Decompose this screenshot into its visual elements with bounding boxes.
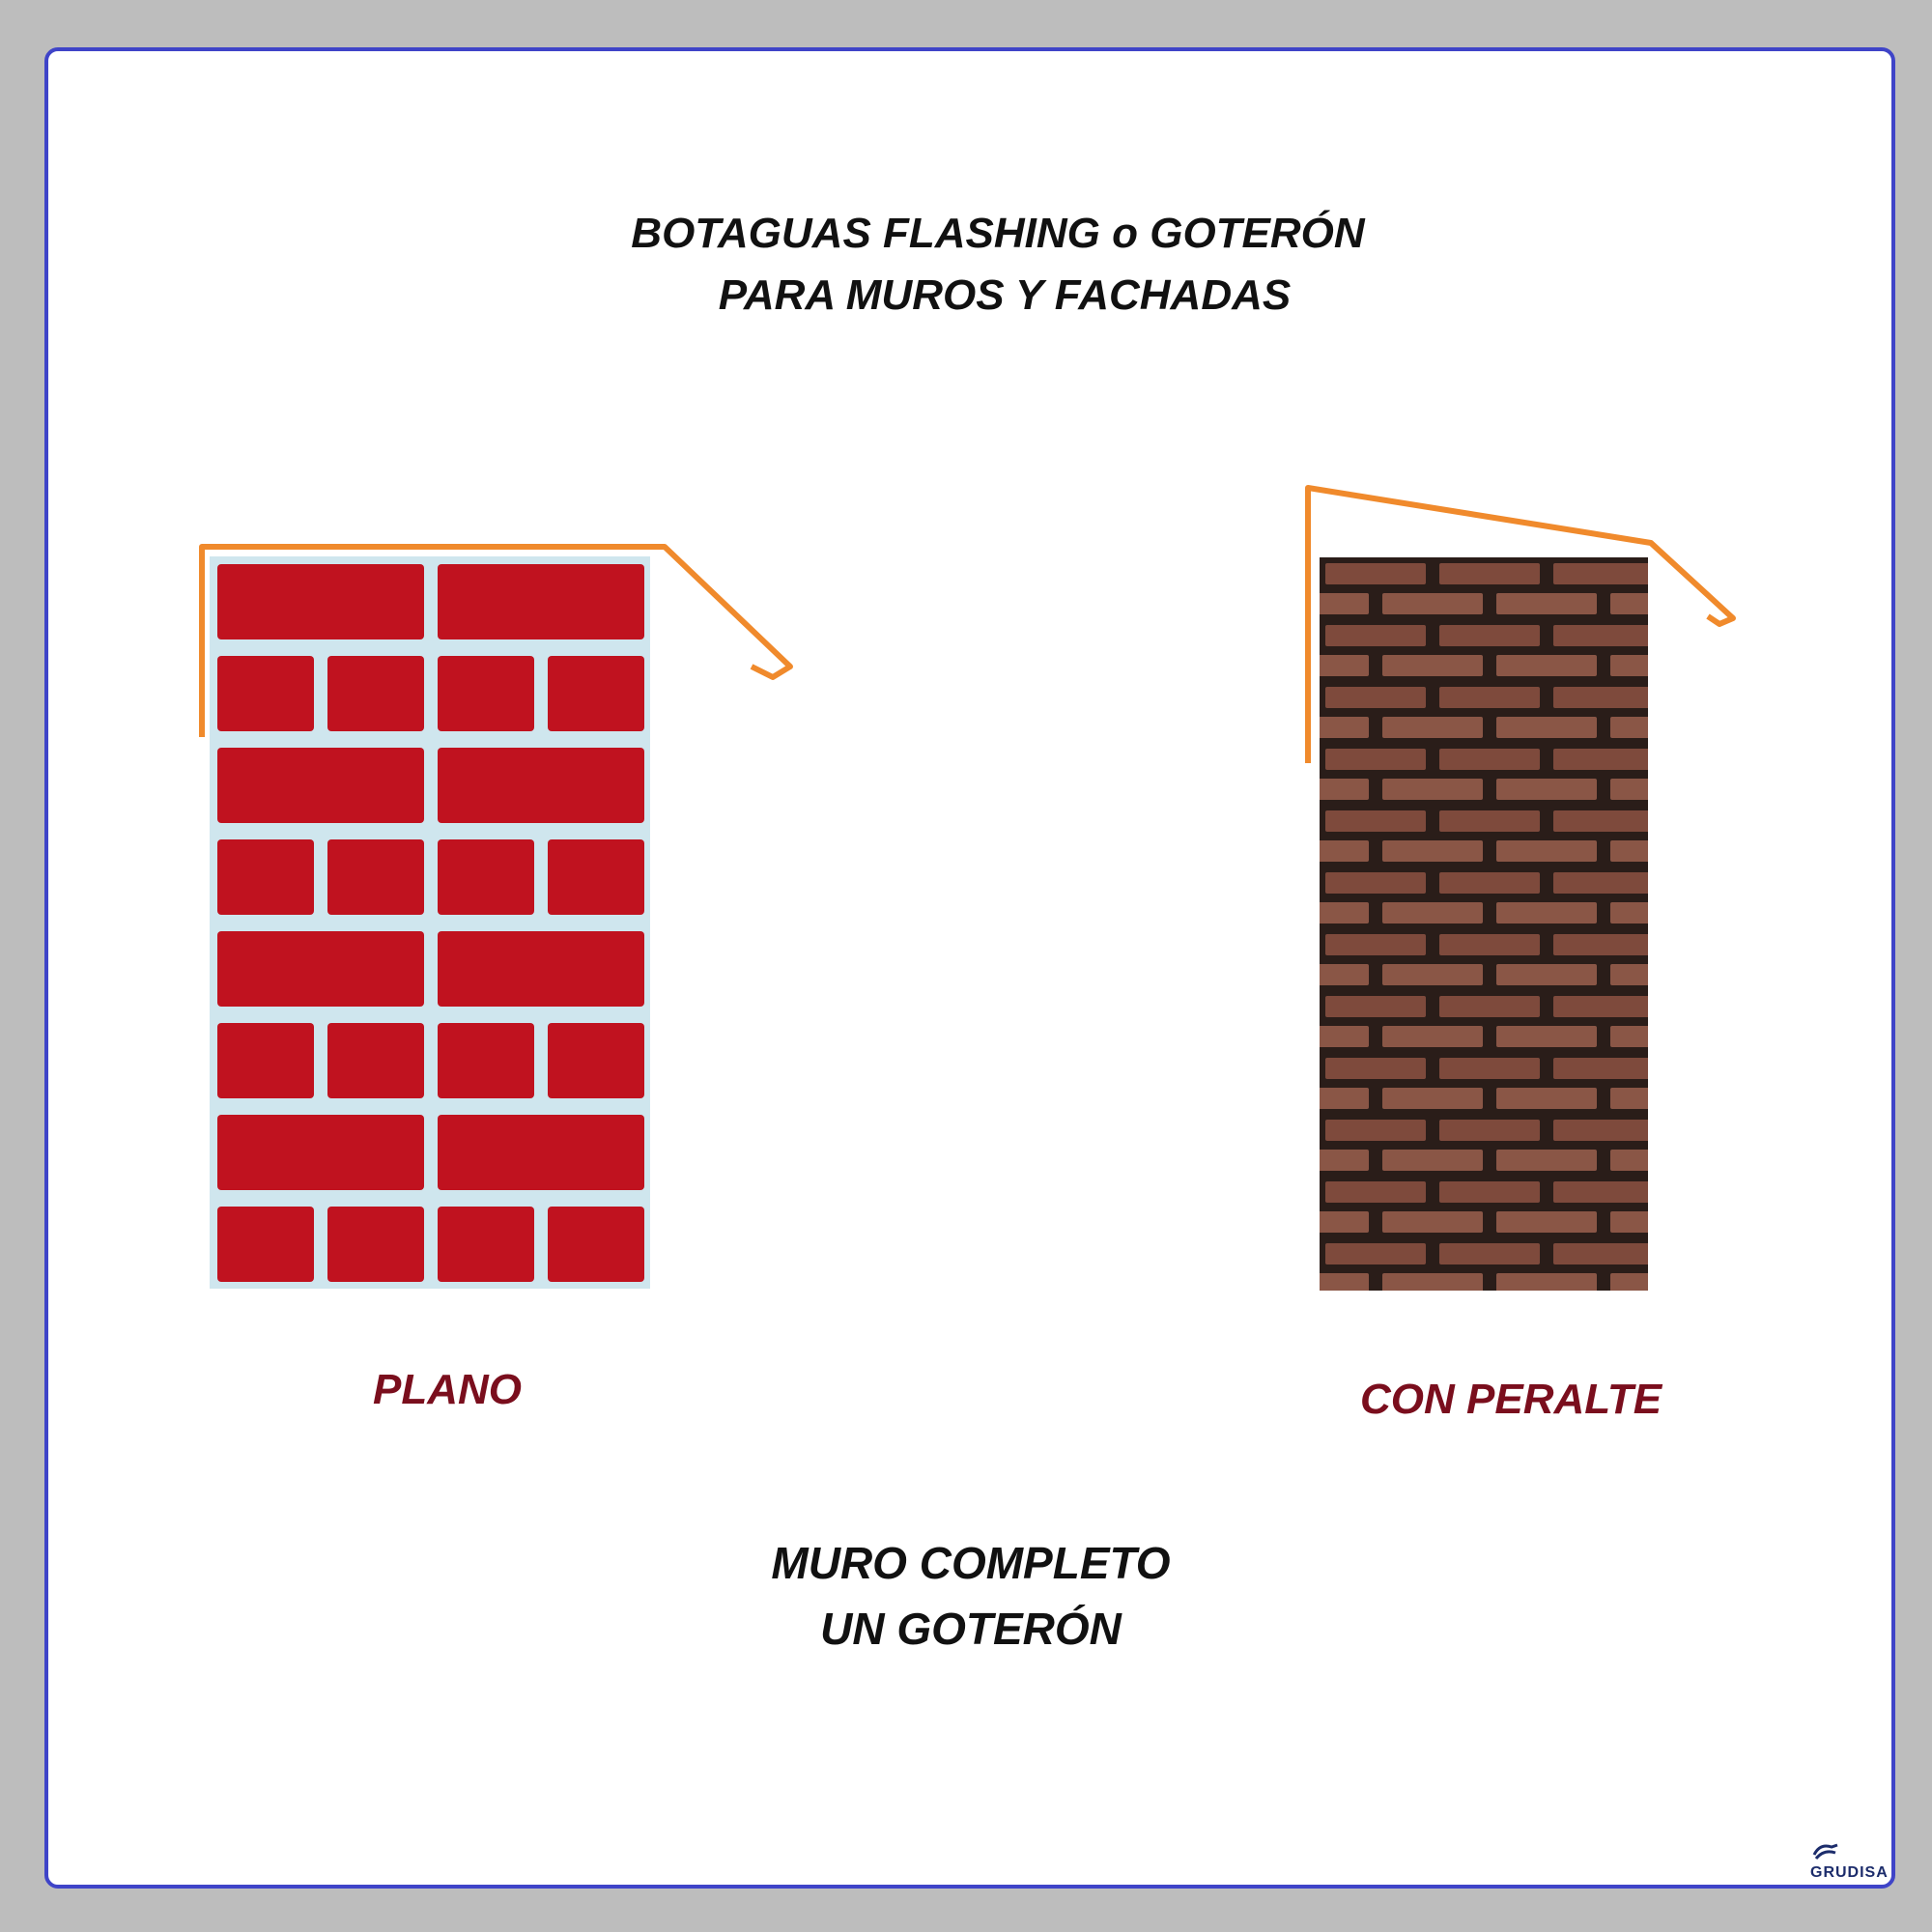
flat-flashing-icon bbox=[199, 544, 793, 737]
wall-peralte bbox=[1305, 485, 1736, 1291]
bottom-line-1: MURO COMPLETO bbox=[771, 1538, 1171, 1588]
page-title: BOTAGUAS FLASHING o GOTERÓN PARA MUROS Y… bbox=[0, 203, 1932, 327]
caption-plano: PLANO bbox=[373, 1366, 522, 1413]
red-brick-wall bbox=[210, 556, 650, 1289]
bottom-line-2: UN GOTERÓN bbox=[820, 1604, 1122, 1654]
sloped-flashing-icon bbox=[1305, 485, 1736, 763]
wall-plano bbox=[199, 544, 793, 1289]
logo-text: GRUDISA bbox=[1810, 1864, 1889, 1881]
brown-brick-wall bbox=[1320, 557, 1648, 1291]
title-line-1: BOTAGUAS FLASHING o GOTERÓN bbox=[631, 210, 1365, 257]
caption-con-peralte: CON PERALTE bbox=[1360, 1376, 1662, 1423]
title-line-2: PARA MUROS Y FACHADAS bbox=[718, 271, 1292, 319]
grudisa-logo-icon: GRUDISA bbox=[1810, 1843, 1888, 1882]
bottom-note: MURO COMPLETO UN GOTERÓN bbox=[0, 1530, 1932, 1662]
